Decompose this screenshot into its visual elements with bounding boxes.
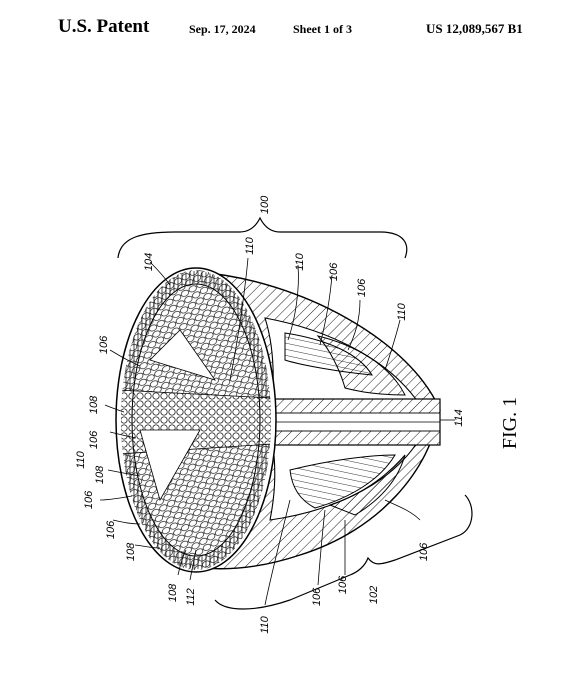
label-106-left-top: 106: [98, 335, 110, 354]
segment-106-lower: [289, 454, 396, 509]
label-108-bottom: 108: [167, 583, 179, 602]
label-106-left-low: 106: [83, 490, 95, 509]
label-108-bottom-left: 108: [125, 542, 137, 561]
core-108: [121, 389, 271, 455]
label-106-bottom-b: 106: [337, 575, 349, 594]
label-106-upper-b: 106: [356, 278, 368, 297]
brace-102: [214, 494, 473, 610]
label-112: 112: [185, 588, 197, 606]
label-108-left-mid: 108: [94, 465, 106, 484]
label-106-left-mid: 106: [88, 430, 100, 449]
segment-106-lower-outer: [328, 454, 406, 516]
label-102: 102: [368, 586, 380, 604]
label-110-left: 110: [75, 450, 87, 468]
label-110-top: 110: [244, 236, 256, 254]
label-110-bottom: 110: [259, 615, 271, 633]
patent-number: US 12,089,567 B1: [426, 21, 523, 36]
label-110-right: 110: [396, 302, 408, 320]
label-106-left-lower: 106: [105, 520, 117, 539]
label-106-bottom-a: 106: [311, 587, 323, 606]
label-110-upper: 110: [294, 252, 306, 270]
sheet-number: Sheet 1 of 3: [293, 22, 352, 36]
patent-title: U.S. Patent: [58, 16, 150, 37]
label-100: 100: [259, 195, 271, 214]
label-106-upper-a: 106: [328, 262, 340, 281]
leader-lines: [99, 257, 456, 606]
label-106-bottom-right: 106: [418, 542, 430, 561]
figure-caption: FIG. 1: [499, 397, 521, 449]
patent-date: Sep. 17, 2024: [189, 22, 256, 36]
label-104: 104: [143, 253, 155, 271]
brace-100: [117, 216, 408, 259]
label-108-left: 108: [88, 395, 100, 414]
segment-106-upper-outer: [316, 335, 406, 396]
label-114: 114: [453, 409, 465, 427]
